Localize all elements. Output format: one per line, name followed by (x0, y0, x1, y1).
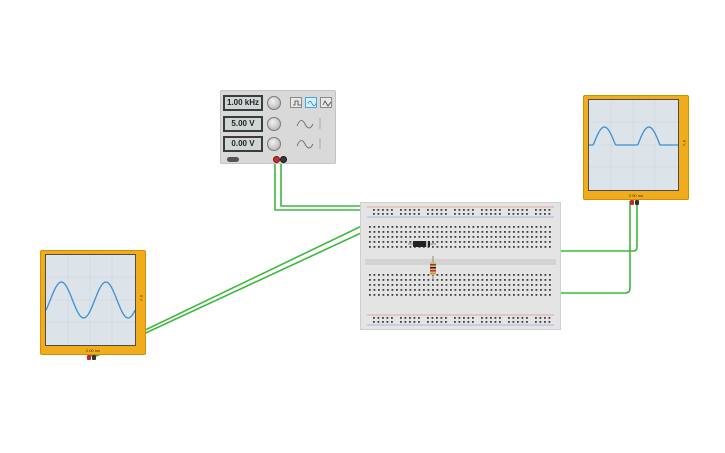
function-generator[interactable]: 1.00 kHz 5.00 V 0.00 V (220, 90, 336, 164)
negative-terminal[interactable] (280, 156, 287, 163)
positive-terminal[interactable] (273, 156, 280, 163)
oscilloscope-left-screen (45, 254, 136, 346)
left-scope-probe-negative[interactable] (92, 355, 96, 360)
breadboard[interactable] (360, 202, 561, 330)
triangle-wave-icon (322, 100, 332, 107)
oscilloscope-left-readout: 2.00 ms (85, 348, 101, 353)
sine-wave-icon (307, 100, 317, 107)
oscilloscope-right-trace (589, 100, 678, 190)
breadboard-holes (365, 206, 556, 326)
sine-wave-button[interactable] (305, 97, 317, 108)
left-scope-probe-positive[interactable] (87, 355, 91, 360)
oscilloscope-right-screen (588, 99, 679, 191)
oscilloscope-right-readout: 2.00 ms (628, 193, 644, 198)
right-scope-probe-negative[interactable] (635, 200, 639, 205)
resistor[interactable] (430, 256, 436, 280)
fgen-bottom-bar (223, 155, 333, 163)
waveform-hint-graphics (296, 118, 321, 149)
oscilloscope-right[interactable]: 5 V 2.00 ms (583, 95, 689, 205)
diode[interactable] (408, 241, 436, 247)
square-wave-icon (293, 100, 301, 106)
oscilloscope-left-trace (45, 255, 136, 345)
oscilloscope-left[interactable]: 5 V 2.00 ms (40, 250, 146, 360)
dc-offset-knob[interactable] (267, 137, 281, 151)
amplitude-display: 5.00 V (223, 116, 263, 132)
frequency-knob[interactable] (267, 96, 281, 110)
amplitude-knob[interactable] (267, 117, 281, 131)
dc-offset-display: 0.00 V (223, 136, 263, 152)
oscilloscope-left-scale: 5 V (139, 295, 144, 302)
power-switch[interactable] (227, 157, 239, 162)
right-scope-probe-positive[interactable] (630, 200, 634, 205)
square-wave-button[interactable] (290, 97, 302, 108)
triangle-wave-button[interactable] (320, 97, 332, 108)
wire-fgen-negative (280, 162, 378, 207)
frequency-display: 1.00 kHz (223, 95, 263, 111)
oscilloscope-right-scale: 5 V (682, 140, 687, 147)
